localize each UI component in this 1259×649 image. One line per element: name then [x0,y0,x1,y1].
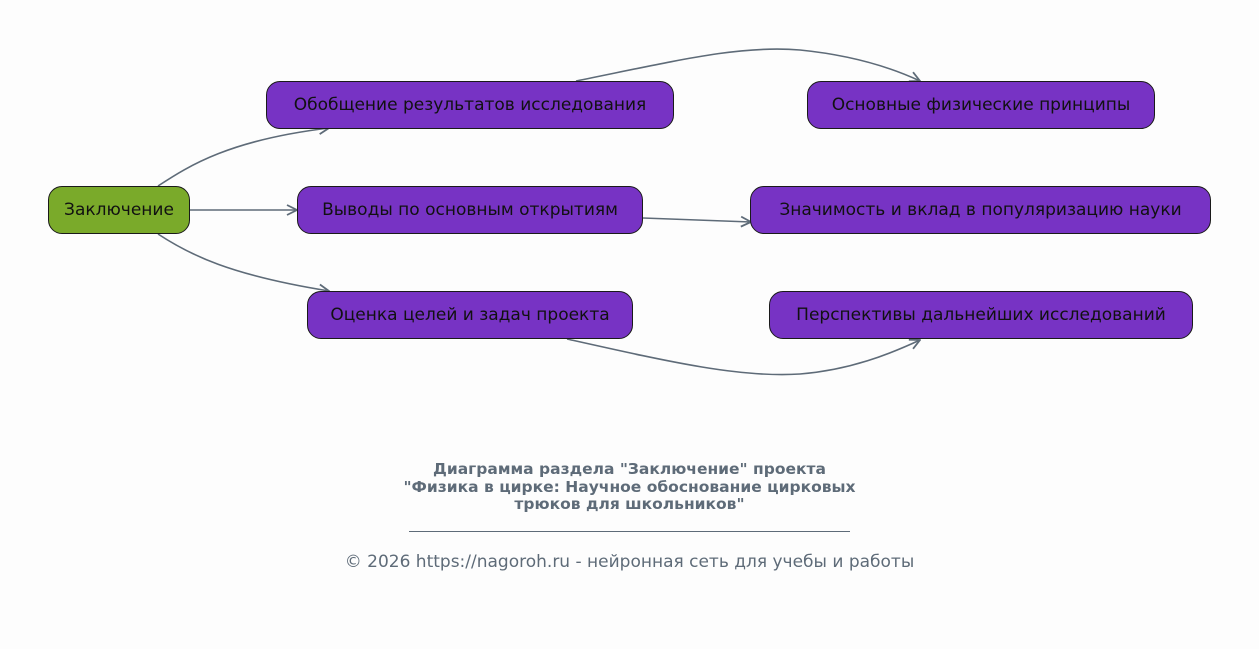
caption-line-1: Диаграмма раздела "Заключение" проекта [433,460,826,478]
edge-evaluation-to-perspectives [566,338,920,376]
edge-root-to-summary [157,128,329,187]
node-conclusion: Заключение [48,186,190,234]
edge-root-to-evaluation [157,233,329,291]
node-future-research: Перспективы дальнейших исследований [769,291,1193,339]
node-main-findings: Выводы по основным открытиям [297,186,643,234]
node-significance: Значимость и вклад в популяризацию науки [750,186,1211,234]
node-summary-of-results: Обобщение результатов исследования [266,81,674,129]
node-goals-evaluation: Оценка целей и задач проекта [307,291,633,339]
edge-findings-to-significance [642,218,751,222]
copyright-text: © 2026 https://nagoroh.ru - нейронная се… [344,551,915,572]
caption-line-3: трюков для школьников" [514,495,745,513]
caption-divider [409,530,850,532]
edge-summary-to-principles [575,48,920,81]
diagram-caption: Диаграмма раздела "Заключение" проекта "… [0,460,1259,572]
node-physical-principles: Основные физические принципы [807,81,1155,129]
caption-line-2: "Физика в цирке: Научное обоснование цир… [403,477,856,496]
